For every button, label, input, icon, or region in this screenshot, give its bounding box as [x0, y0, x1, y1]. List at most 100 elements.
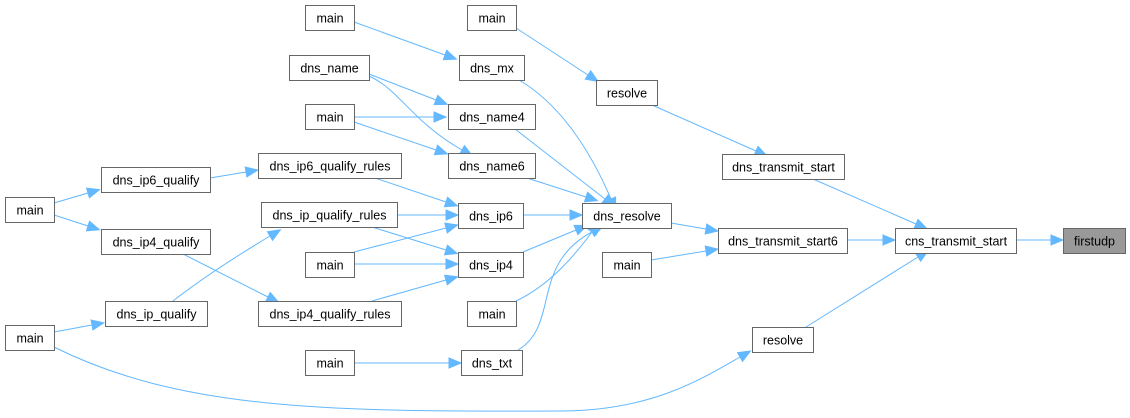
- arrowhead-icon: [443, 274, 459, 286]
- edge-main_e-to-dns_ip6: [353, 222, 459, 253]
- node-box[interactable]: [722, 154, 845, 180]
- edge-dns_ip4-to-dns_resolve: [522, 224, 589, 253]
- node-dns-transmit-start6[interactable]: dns_transmit_start6: [718, 228, 848, 254]
- edge-dns_resolve-to-dns_transmit_start6: [670, 222, 720, 235]
- edge-line: [522, 229, 577, 253]
- node-label: firstudp: [1074, 235, 1115, 249]
- node-box[interactable]: [467, 301, 517, 327]
- node-box[interactable]: [305, 350, 355, 376]
- node-dns-transmit-start[interactable]: dns_transmit_start: [722, 154, 845, 180]
- node-dns-name4[interactable]: dns_name4: [448, 104, 536, 130]
- node-label: dns_name4: [459, 111, 524, 125]
- node-box[interactable]: [458, 252, 524, 278]
- arrowhead-icon: [433, 94, 449, 106]
- node-box[interactable]: [895, 228, 1017, 254]
- node-dns-ip4-qualify-rules[interactable]: dns_ip4_qualify_rules: [258, 301, 402, 327]
- node-dns-ip-qualify-rules[interactable]: dns_ip_qualify_rules: [261, 202, 398, 228]
- node-box[interactable]: [459, 55, 525, 81]
- node-dns-resolve[interactable]: dns_resolve: [582, 203, 672, 229]
- node-main[interactable]: main: [467, 5, 517, 31]
- node-box[interactable]: [458, 203, 524, 229]
- node-dns-ip6[interactable]: dns_ip6: [458, 203, 524, 229]
- node-box[interactable]: [258, 153, 402, 179]
- edge-dns_transmit_start6-to-cns_transmit_start: [847, 234, 897, 246]
- edge-cns_transmit_start-to-firstudp: [1016, 234, 1065, 246]
- node-cns-transmit-start[interactable]: cns_transmit_start: [895, 228, 1017, 254]
- node-label: dns_ip4_qualify: [113, 236, 201, 250]
- node-box[interactable]: [305, 252, 355, 278]
- node-box[interactable]: [289, 55, 370, 81]
- edges-layer: [53, 21, 1065, 412]
- node-box[interactable]: [5, 197, 55, 223]
- edge-dns_name6-to-dns_resolve: [526, 177, 599, 203]
- arrowhead-icon: [882, 234, 897, 246]
- node-dns-mx[interactable]: dns_mx: [459, 55, 525, 81]
- node-box[interactable]: [1063, 228, 1126, 254]
- node-box[interactable]: [101, 167, 211, 193]
- edge-dns_ip6_qualify_rules-to-dns_ip6: [374, 177, 459, 208]
- node-label: dns_ip6: [469, 210, 513, 224]
- node-dns-name6[interactable]: dns_name6: [448, 153, 536, 179]
- edge-line: [650, 250, 707, 261]
- edge-line: [53, 346, 741, 412]
- node-main[interactable]: main: [602, 252, 652, 278]
- node-resolve[interactable]: resolve: [752, 327, 814, 353]
- node-box[interactable]: [752, 327, 814, 353]
- node-main[interactable]: main: [5, 325, 55, 351]
- edge-line: [209, 171, 247, 179]
- edge-line: [172, 235, 271, 302]
- edge-main_a-to-dns_mx: [353, 21, 458, 61]
- edge-dns_ip_qualify_rules-to-dns_ip6: [397, 209, 460, 221]
- node-dns-ip6-qualify-rules[interactable]: dns_ip6_qualify_rules: [258, 153, 402, 179]
- node-label: main: [316, 12, 343, 26]
- node-box[interactable]: [5, 325, 55, 351]
- node-box[interactable]: [105, 301, 208, 327]
- node-box[interactable]: [305, 5, 355, 31]
- edge-dns_ip4_qualify_rules-to-dns_ip4: [371, 274, 459, 302]
- node-box[interactable]: [467, 5, 517, 31]
- node-resolve[interactable]: resolve: [596, 80, 658, 106]
- node-main[interactable]: main: [305, 5, 355, 31]
- node-dns-ip6-qualify[interactable]: dns_ip6_qualify: [101, 167, 211, 193]
- node-box[interactable]: [101, 229, 211, 255]
- node-box[interactable]: [448, 153, 536, 179]
- node-main[interactable]: main: [5, 197, 55, 223]
- arrowhead-icon: [244, 166, 260, 178]
- node-dns-ip4[interactable]: dns_ip4: [458, 252, 524, 278]
- arrowhead-icon: [448, 357, 463, 369]
- node-label: main: [316, 357, 343, 371]
- node-dns-name[interactable]: dns_name: [289, 55, 370, 81]
- node-box[interactable]: [261, 202, 398, 228]
- node-label: main: [613, 259, 640, 273]
- node-dns-ip4-qualify[interactable]: dns_ip4_qualify: [101, 229, 211, 255]
- arrowhead-icon: [444, 222, 459, 234]
- node-box[interactable]: [461, 350, 523, 376]
- node-main[interactable]: main: [305, 252, 355, 278]
- node-box[interactable]: [596, 80, 658, 106]
- node-main[interactable]: main: [305, 350, 355, 376]
- node-firstudp[interactable]: firstudp: [1063, 228, 1126, 254]
- node-box[interactable]: [448, 104, 536, 130]
- node-main[interactable]: main: [467, 301, 517, 327]
- edge-line: [651, 104, 757, 152]
- node-box[interactable]: [305, 104, 355, 130]
- node-label: dns_mx: [470, 62, 515, 76]
- node-box[interactable]: [602, 252, 652, 278]
- node-main[interactable]: main: [305, 104, 355, 130]
- node-box[interactable]: [718, 228, 848, 254]
- node-dns-txt[interactable]: dns_txt: [461, 350, 523, 376]
- arrowhead-icon: [584, 69, 600, 83]
- node-label: dns_resolve: [593, 210, 660, 224]
- node-box[interactable]: [582, 203, 672, 229]
- edge-dns_ip6-to-dns_resolve: [523, 209, 584, 221]
- edge-line: [514, 128, 606, 200]
- edge-main_d-to-dns_ip6_qualify: [53, 187, 101, 204]
- edge-line: [371, 226, 447, 251]
- node-label: dns_ip_qualify_rules: [273, 209, 387, 223]
- node-label: main: [478, 12, 505, 26]
- edge-main_c-to-dns_name6: [353, 121, 449, 156]
- arrowhead-icon: [704, 223, 720, 235]
- node-box[interactable]: [258, 301, 402, 327]
- node-dns-ip-qualify[interactable]: dns_ip_qualify: [105, 301, 208, 327]
- edge-line: [374, 177, 447, 203]
